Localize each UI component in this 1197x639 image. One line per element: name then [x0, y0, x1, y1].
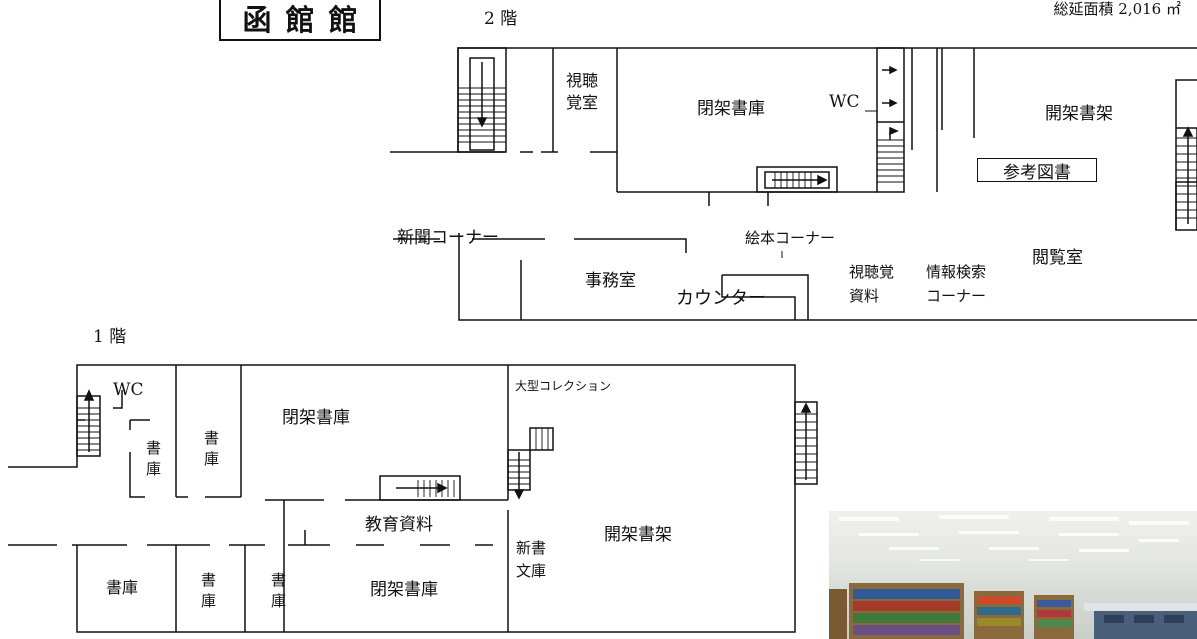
floor2-walls [390, 47, 1197, 321]
floor2-stairs-center [756, 166, 838, 193]
floor2-reading-room: 閲覧室 [1032, 248, 1083, 268]
floor1-closed-stacks-top: 閉架書庫 [282, 408, 350, 428]
floor1-stairs-corner [507, 427, 554, 500]
library-interior-illustration [829, 515, 1197, 639]
floor1-stack-b: 書庫 [202, 430, 220, 472]
floor2-av-room: 視聴覚室 [566, 71, 599, 112]
total-floor-area: 総延面積 2,016 ㎡ [1053, 0, 1181, 18]
floor2-closed-stacks: 閉架書庫 [697, 99, 765, 119]
floor1-label: 1 階 [93, 327, 127, 347]
floor1-wc: WC [113, 380, 144, 400]
floor2-open-shelves: 開架書架 [1045, 104, 1113, 124]
floor2-picture-book-corner: 絵本コーナー [745, 229, 836, 247]
floor1-stairs-left [76, 389, 101, 457]
floor1-large-collection: 大型コレクション [515, 379, 612, 393]
library-interior-photo [829, 511, 1197, 639]
floor2-stairs-right [1175, 126, 1197, 231]
floor1-stairs-center [379, 475, 461, 501]
floor2-office: 事務室 [585, 271, 636, 291]
floor2-counter: カウンター [676, 288, 766, 309]
floor2-reference-label: 参考図書 [1003, 162, 1071, 183]
floor1-closed-stacks-bottom: 閉架書庫 [370, 580, 438, 600]
floor2-av-materials: 視聴覚資料 [849, 263, 895, 305]
floor1-stairs-right [794, 401, 818, 485]
floor1-education-materials: 教育資料 [365, 515, 433, 535]
floor2-stairs-wc [877, 65, 904, 183]
floor1-stack-d: 書庫 [199, 572, 217, 614]
floor2-newspaper-corner: 新聞コーナー [397, 228, 499, 248]
floor1-new-books: 新書文庫 [516, 539, 547, 581]
library-name: 函館館 [242, 2, 372, 37]
floor2-info-search: 情報検索コーナー [926, 263, 987, 305]
floor1-stack-c: 書庫 [106, 578, 139, 597]
floor1-stack-e: 書庫 [269, 572, 287, 614]
floor2-reference-shelf: 参考図書 [977, 158, 1097, 183]
floor1-open-shelves: 開架書架 [604, 525, 672, 545]
floor2-wc: WC [829, 92, 860, 112]
floor2-stairs-left [457, 47, 507, 153]
floor2-label: 2 階 [484, 9, 518, 29]
floor1-stack-a: 書庫 [144, 440, 162, 482]
library-name-plate: 函館館 [219, 0, 381, 41]
